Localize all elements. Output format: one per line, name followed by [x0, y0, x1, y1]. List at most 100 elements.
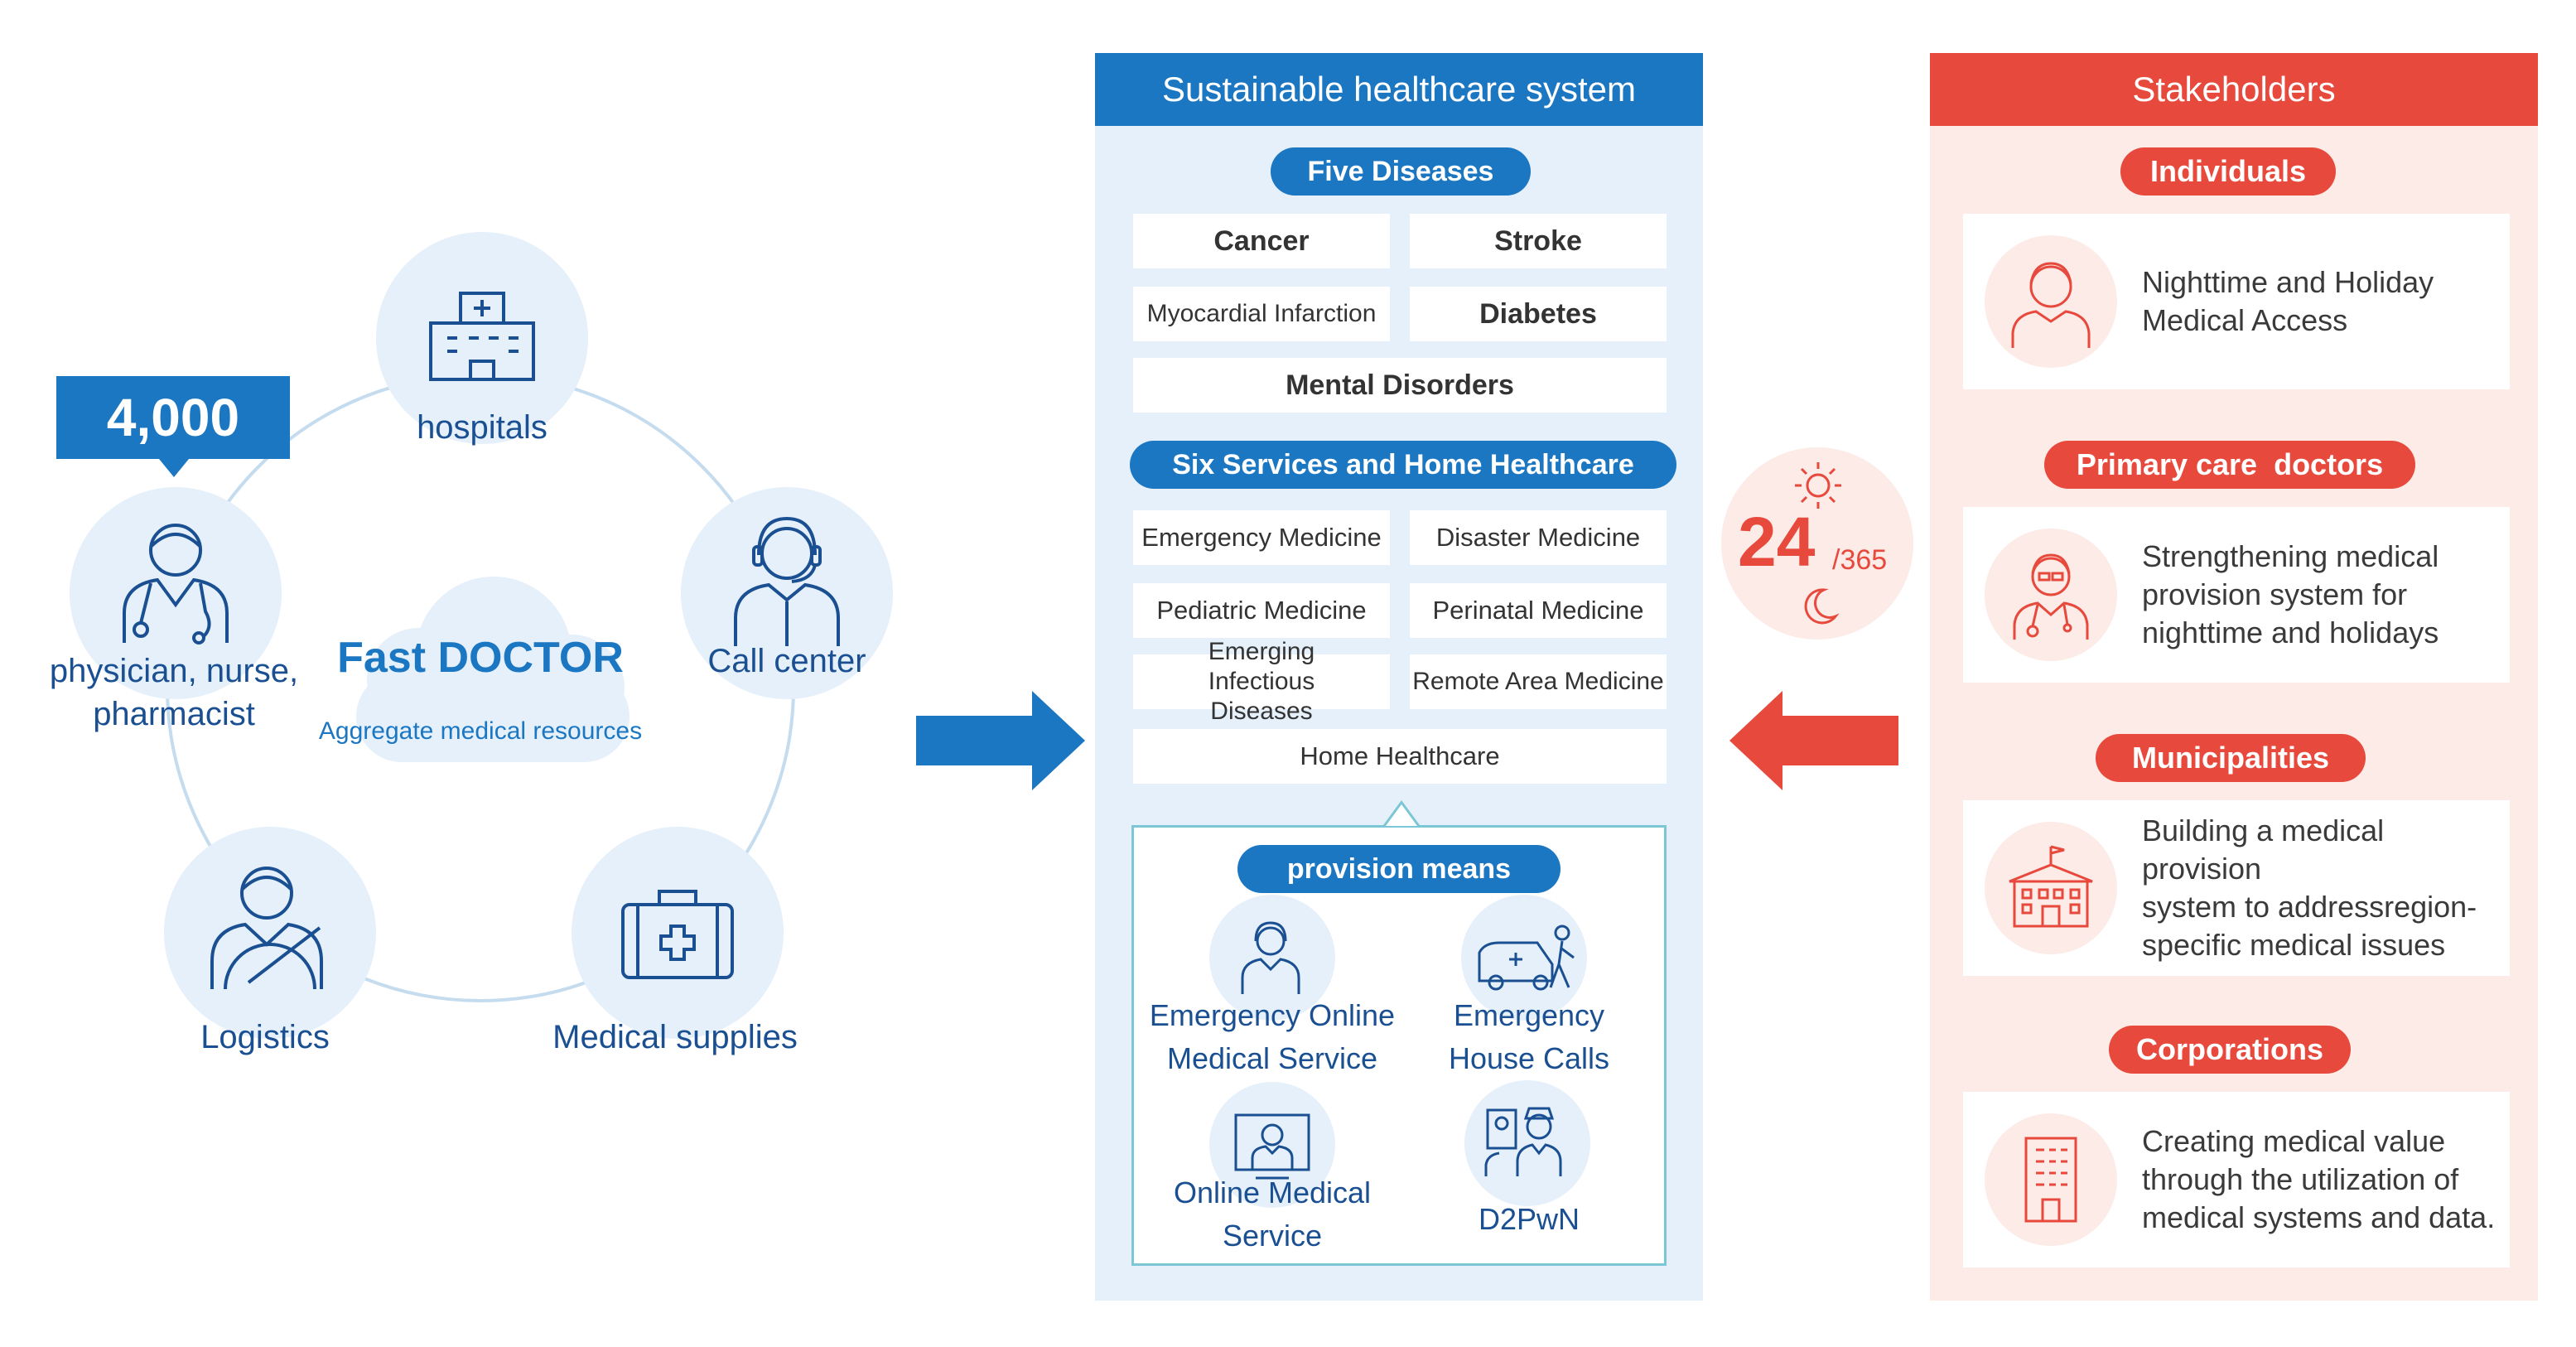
five-diseases-label: Five Diseases: [1307, 155, 1494, 187]
card-text-line: Building a medical provision: [2142, 814, 2385, 886]
healthcare-system-title: Sustainable healthcare system: [1162, 70, 1636, 109]
corporations-label: Corporations: [2135, 1032, 2323, 1066]
town-hall-icon: [1985, 822, 2117, 954]
staff-label-line2: pharmacist: [93, 696, 255, 732]
individuals-pill: Individuals: [2120, 147, 2336, 196]
provision-pointer-inner: [1386, 804, 1417, 826]
online-emergency-circle: [1209, 895, 1335, 1021]
staff-node: [70, 487, 282, 699]
doctor-icon: [1985, 529, 2117, 661]
medical-supplies-label: Medical supplies: [552, 1019, 798, 1055]
provision-means-pill: provision means: [1237, 845, 1561, 893]
driver-steering-icon: [210, 867, 323, 990]
service-cell: Remote Area Medicine: [1410, 654, 1667, 709]
right-arrow-icon: [916, 691, 1085, 790]
corporations-text: Creating medical value through the utili…: [2142, 1092, 2506, 1267]
provision-item: Online Medical Service: [1131, 1171, 1413, 1258]
corporations-pill: Corporations: [2109, 1026, 2351, 1074]
municipalities-label: Municipalities: [2131, 741, 2330, 775]
availability-circle: [1721, 447, 1913, 640]
municipalities-pill: Municipalities: [2096, 734, 2366, 782]
card-text-line: Creating medical value: [2142, 1124, 2446, 1158]
blue-arrow: [916, 691, 1085, 790]
five-diseases-pill: Five Diseases: [1271, 147, 1531, 196]
staff-label-line1: physician, nurse,: [49, 653, 299, 689]
individuals-card: Nighttime and Holiday Medical Access: [1963, 214, 2510, 389]
provision-item-line1: D2PwN: [1478, 1202, 1580, 1236]
hospital-icon: [429, 292, 535, 381]
service-cell: Pediatric Medicine: [1133, 583, 1390, 638]
municipalities-text: Building a medical provision system to a…: [2142, 800, 2506, 976]
service-cell: Emerging Infectious Diseases: [1133, 638, 1390, 725]
card-text-line: nighttime and holidays: [2142, 616, 2439, 649]
disease-cell: Mental Disorders: [1133, 358, 1667, 413]
corporations-card: Creating medical value through the utili…: [1963, 1092, 2510, 1267]
card-text-line: medical systems and data.: [2142, 1200, 2496, 1234]
moon-icon: [1804, 588, 1840, 625]
service-cell: Emergency Medicine: [1133, 510, 1390, 565]
staff-label: physician, nurse, pharmacist: [17, 649, 331, 736]
provision-item: Emergency Online Medical Service: [1131, 994, 1413, 1080]
six-services-label: Six Services and Home Healthcare: [1172, 448, 1634, 480]
home-healthcare-cell: Home Healthcare: [1133, 729, 1667, 784]
provision-item-line1: Emergency Online: [1149, 998, 1396, 1032]
disease-cell: Stroke: [1410, 214, 1667, 268]
provision-means-box: [1131, 825, 1667, 1266]
fast-doctor-cloud: [356, 577, 630, 762]
resource-ring-diagram: [70, 232, 893, 1039]
individual-person-icon: [1985, 235, 2117, 368]
primary-care-pill: Primary care doctors: [2044, 441, 2415, 489]
hospitals-label: hospitals: [417, 409, 548, 446]
provision-item-line1: Online Medical: [1173, 1176, 1372, 1209]
provision-item-line2: Service: [1222, 1219, 1323, 1253]
stakeholders-header: Stakeholders: [1930, 53, 2538, 126]
card-text-line: system to addressregion-: [2142, 890, 2477, 924]
medical-supplies-node: [572, 827, 784, 1039]
provision-item-line2: Medical Service: [1166, 1041, 1378, 1075]
individuals-label: Individuals: [2149, 154, 2307, 188]
resource-count-badge: 4,000: [56, 376, 290, 477]
municipalities-card: Building a medical provision system to a…: [1963, 800, 2510, 976]
logistics-label: Logistics: [200, 1019, 330, 1055]
provision-icons: [1209, 895, 1590, 1208]
headset-operator-icon: [734, 516, 840, 646]
doctor-pharmacist-nurse-icon: [1484, 1107, 1562, 1176]
provision-item: Emergency House Calls: [1405, 994, 1653, 1080]
card-text-line: Medical Access: [2142, 303, 2348, 337]
service-cell: Perinatal Medicine: [1410, 583, 1667, 638]
physician-icon: [123, 524, 229, 645]
card-text-line: Strengthening medical: [2142, 539, 2439, 573]
aggregate-subtitle: Aggregate medical resources: [318, 717, 643, 745]
individuals-text: Nighttime and Holiday Medical Access: [2142, 214, 2506, 389]
resource-count: 4,000: [106, 388, 240, 447]
ambulance-icon: [1478, 925, 1575, 991]
medical-kit-icon: [621, 890, 734, 979]
provision-item-line1: Emergency: [1453, 998, 1605, 1032]
primary-care-label: Primary care doctors: [2076, 447, 2384, 481]
provision-item-line2: House Calls: [1448, 1041, 1610, 1075]
healthcare-system-header: Sustainable healthcare system: [1095, 53, 1703, 126]
hours-value: 24: [1738, 503, 1816, 581]
fast-doctor-title: Fast DOCTOR: [337, 634, 624, 682]
primary-care-text: Strengthening medical provision system f…: [2142, 507, 2506, 683]
provision-item: D2PwN: [1405, 1198, 1653, 1241]
call-center-label: Call center: [707, 643, 866, 679]
red-arrow: [1729, 691, 1898, 790]
disease-cell: Cancer: [1133, 214, 1390, 268]
hospitals-node: [376, 232, 588, 444]
d2pwn-circle: [1464, 1080, 1590, 1206]
video-doctor-icon: [1234, 1113, 1310, 1180]
card-text-line: Nighttime and Holiday: [2142, 265, 2434, 299]
disease-cell: Myocardial Infarction: [1133, 287, 1390, 341]
card-text-line: specific medical issues: [2142, 928, 2446, 962]
card-text-line: provision system for: [2142, 577, 2408, 611]
primary-care-card: Strengthening medical provision system f…: [1963, 507, 2510, 683]
six-services-pill: Six Services and Home Healthcare: [1130, 441, 1676, 489]
disease-cell: Diabetes: [1410, 287, 1667, 341]
card-text-line: through the utilization of: [2142, 1162, 2459, 1196]
sun-icon: [1795, 462, 1841, 509]
service-cell: Disaster Medicine: [1410, 510, 1667, 565]
days-value: /365: [1832, 544, 1888, 576]
logistics-node: [164, 827, 376, 1039]
left-arrow-icon: [1729, 691, 1898, 790]
